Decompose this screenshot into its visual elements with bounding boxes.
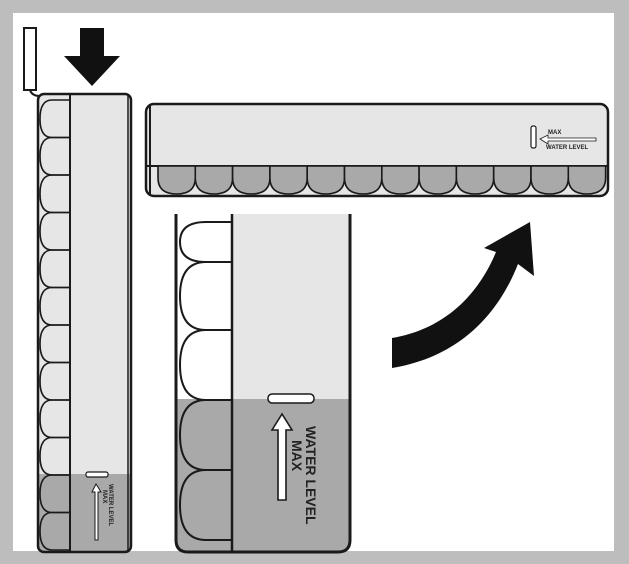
tray-compartment: [178, 469, 232, 541]
tray-compartment: [39, 324, 70, 364]
tray-compartment: [39, 286, 70, 326]
tray-compartment: [492, 165, 532, 195]
tray-compartment: [567, 165, 607, 195]
tray-compartment: [157, 165, 197, 195]
tray-compartment: [455, 165, 495, 195]
water-level-label: WATER LEVEL: [303, 426, 319, 525]
max-label-horizontal: MAX: [548, 130, 561, 136]
zoomed-tray-detail: MAX WATER LEVEL: [174, 214, 352, 554]
max-level-arrow-icon-horizontal: [539, 134, 597, 145]
tray-lid-flap: [23, 27, 37, 91]
tray-compartment: [418, 165, 458, 195]
tray-compartment: [530, 165, 570, 195]
tray-compartment: [39, 249, 70, 289]
max-level-arrow-icon-small: [91, 482, 102, 541]
tray-compartment: [343, 165, 383, 195]
max-fill-line-zoom: [267, 393, 315, 404]
tray-compartment: [194, 165, 234, 195]
tray-compartment: [231, 165, 271, 195]
curved-rotate-arrow-icon: [392, 222, 534, 368]
water-level-label-horizontal: WATER LEVEL: [546, 145, 589, 151]
tray-compartment: [39, 474, 70, 514]
water-fill-level: [38, 474, 131, 552]
tray-compartment: [39, 399, 70, 439]
tray-compartment: [39, 99, 70, 139]
tray-compartment: [39, 174, 70, 214]
tray-compartment: [39, 136, 70, 176]
down-arrow-icon: [64, 28, 120, 86]
horizontal-tray: MAX WATER LEVEL: [144, 102, 610, 198]
tray-compartment: [381, 165, 420, 195]
max-label-small: MAX: [101, 490, 107, 503]
tray-compartment: [39, 511, 70, 551]
tray-compartment: [178, 261, 232, 331]
tray-compartment: [39, 361, 70, 401]
tray-compartment: [306, 165, 346, 195]
tray-compartment: [178, 221, 232, 263]
tray-compartment: [178, 329, 232, 401]
tray-compartment: [39, 436, 70, 476]
tray-compartment: [39, 211, 70, 251]
tray-compartment: [178, 399, 232, 471]
max-level-arrow-icon: [270, 412, 294, 501]
max-fill-line: [85, 471, 109, 478]
tray-compartment: [269, 165, 308, 195]
max-label: MAX: [289, 440, 305, 472]
vertical-tray: MAX WATER LEVEL: [23, 27, 133, 554]
water-level-label-small: WATER LEVEL: [107, 484, 113, 527]
